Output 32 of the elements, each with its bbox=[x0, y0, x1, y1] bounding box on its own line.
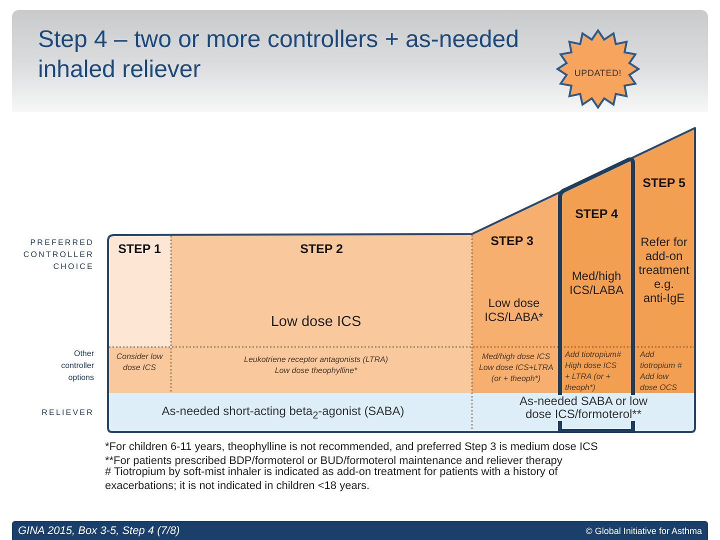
treatment-text: Low dose ICS bbox=[270, 314, 362, 331]
step-heading: STEP 4 bbox=[575, 207, 618, 222]
footnote: # Tiotropium by soft-mist inhaler is indicated as add-on treatment for patients with a history of exacerbations; it is not indicated in children <18 years. bbox=[105, 466, 558, 493]
step-heading: STEP 2 bbox=[300, 242, 343, 257]
option-text: Leukotriene receptor antagonists (LTRA) Low dose theophylline* bbox=[243, 354, 389, 376]
option-text: Consider low dose ICS bbox=[115, 351, 164, 373]
row-label: PREFERRED CONTROLLER CHOICE bbox=[22, 237, 94, 273]
option-text: Add tiotropium # Add low dose OCS bbox=[640, 349, 683, 393]
option-text: Add tiotropium# High dose ICS + LTRA (or + theoph*) bbox=[565, 349, 622, 393]
footnote: **For patients prescribed BDP/formoterol or BUD/formoterol maintenance and reliever therapy bbox=[105, 454, 562, 467]
row-label: Other controller options bbox=[60, 348, 94, 384]
starburst-badge bbox=[556, 29, 640, 109]
treatment-text: Med/high ICS/LABA bbox=[568, 269, 625, 297]
status-label: UPDATED! bbox=[574, 68, 622, 79]
source-citation: GINA 2015, Box 3-5, Step 4 (7/8) bbox=[18, 524, 180, 539]
copyright-notice: © Global Initiative for Asthma bbox=[586, 525, 702, 538]
step-column bbox=[472, 192, 560, 393]
slide-title: Step 4 – two or more controllers + as-needed inhaled reliever bbox=[38, 25, 520, 85]
row-label: RELIEVER bbox=[42, 407, 94, 419]
reliever-band bbox=[108, 393, 472, 432]
step-heading: STEP 3 bbox=[490, 234, 534, 249]
step-heading: STEP 1 bbox=[118, 242, 161, 257]
footnote: *For children 6-11 years, theophylline is not recommended, and preferred Step 3 is medium dose ICS bbox=[105, 440, 598, 454]
reliever-band bbox=[472, 393, 695, 432]
step-column bbox=[633, 128, 695, 393]
step-column bbox=[171, 235, 472, 393]
step-heading: STEP 5 bbox=[642, 176, 686, 191]
treatment-text: Refer for add-on treatment e.g. anti-IgE bbox=[638, 235, 690, 305]
step-column bbox=[108, 235, 171, 393]
reliever-text: As-needed short-acting beta$_{2}$-agonist (SABA) bbox=[162, 405, 404, 422]
treatment-text: Low dose ICS/LABA* bbox=[484, 296, 544, 324]
option-text: Med/high dose ICS Low dose ICS+LTRA (or + theoph*) bbox=[478, 351, 554, 384]
